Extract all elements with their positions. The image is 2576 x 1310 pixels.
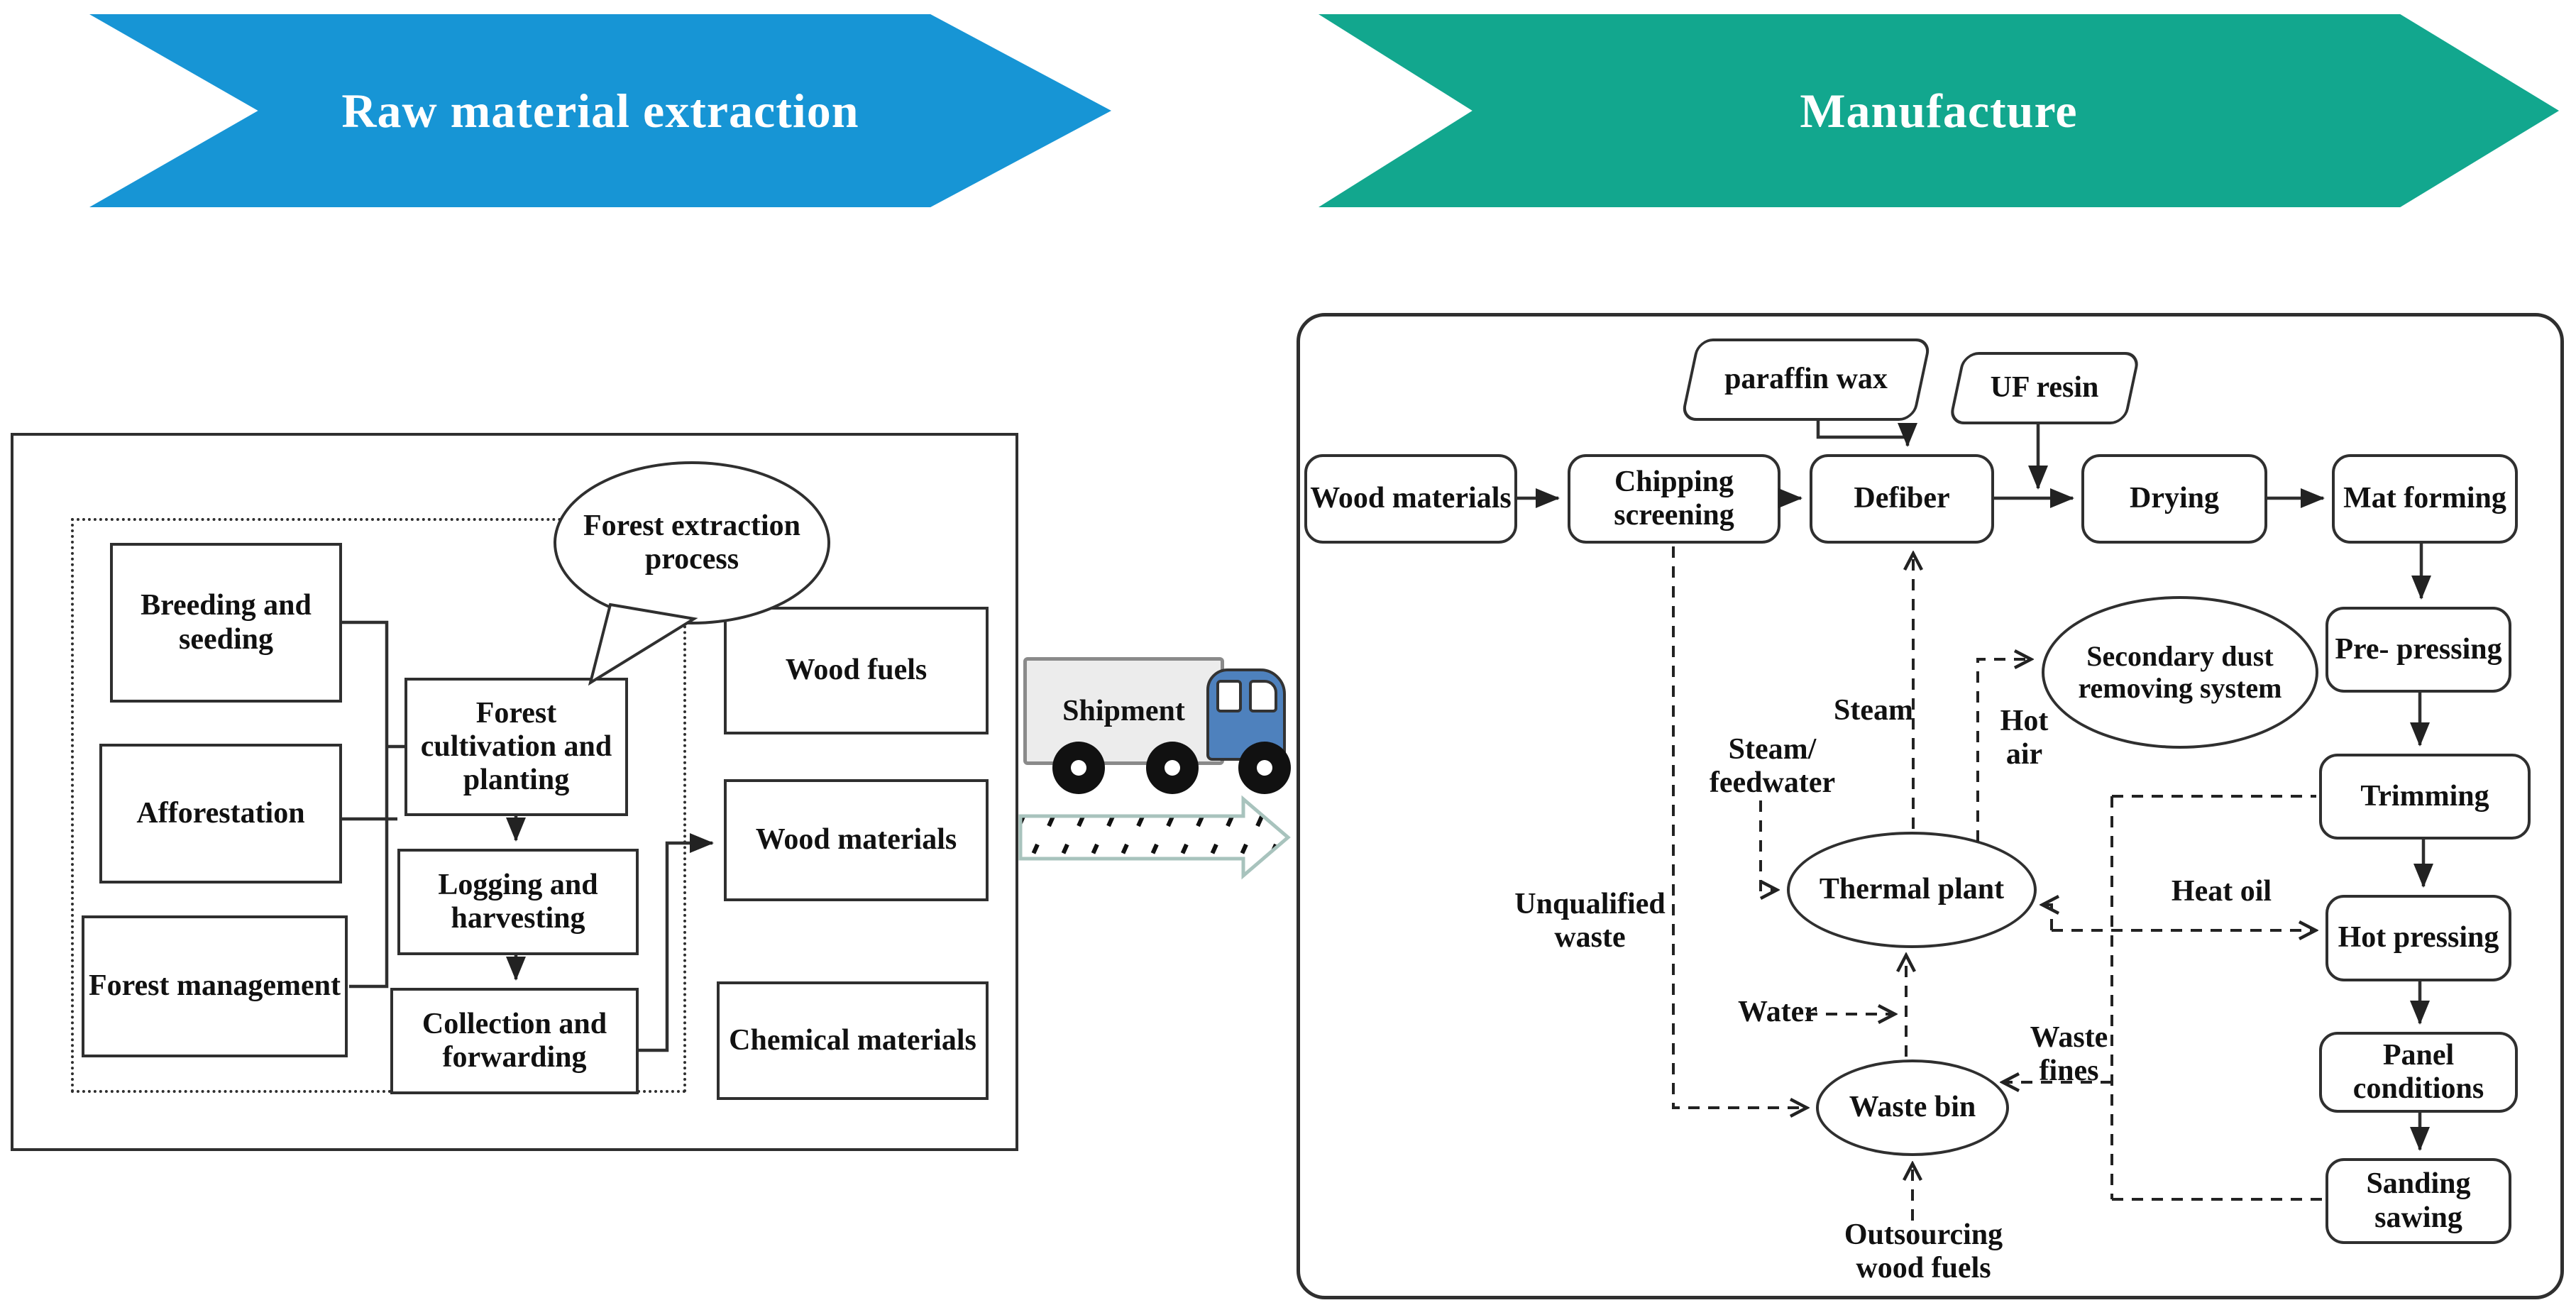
- node-breeding-and-seeding: Breeding and seeding: [110, 543, 342, 703]
- speech-bubble-forest-extraction: Forest extraction process: [554, 461, 830, 624]
- extraction-panel: [11, 433, 1018, 1151]
- node-mat-forming: Mat forming: [2332, 454, 2518, 544]
- label-waste-fines: Waste fines: [2030, 1020, 2108, 1087]
- node-secondary-dust-removing: Secondary dust removing system: [2042, 596, 2318, 749]
- node-wood-fuels: Wood fuels: [724, 607, 989, 734]
- node-sanding-sawing: Sanding sawing: [2325, 1158, 2511, 1244]
- node-forest-cultivation: Forest cultivation and planting: [404, 678, 628, 816]
- node-panel-conditions: Panel conditions: [2319, 1032, 2518, 1113]
- banner-manufacture: Manufacture: [1319, 14, 2559, 207]
- label-outsourcing-wood-fuels: Outsourcing wood fuels: [1844, 1218, 2003, 1284]
- node-collection-forwarding: Collection and forwarding: [390, 988, 639, 1094]
- node-chipping-screening: Chipping screening: [1568, 454, 1780, 544]
- truck-window-icon: [1216, 680, 1242, 712]
- truck-windshield-icon: [1249, 680, 1277, 712]
- label-hot-air: Hot air: [2000, 704, 2049, 771]
- truck-trailer: Shipment: [1023, 657, 1224, 765]
- label-heat-oil: Heat oil: [2171, 875, 2272, 908]
- node-afforestation: Afforestation: [99, 744, 342, 884]
- label-uf-resin: UF resin: [1990, 371, 2099, 404]
- node-pre-pressing: Pre- pressing: [2325, 607, 2511, 693]
- label-steam: Steam: [1834, 694, 1913, 727]
- node-waste-bin: Waste bin: [1816, 1059, 2009, 1156]
- banner-manufacture-label: Manufacture: [1800, 83, 2078, 138]
- node-trimming: Trimming: [2319, 754, 2531, 840]
- shipment-label: Shipment: [1062, 695, 1185, 727]
- node-forest-management: Forest management: [82, 915, 348, 1057]
- forest-process-dotted-boundary: [71, 518, 686, 1093]
- node-wood-materials-left: Wood materials: [724, 779, 989, 901]
- manufacture-panel: [1297, 313, 2564, 1299]
- label-steam-feedwater: Steam/ feedwater: [1709, 732, 1836, 799]
- node-wood-materials-right: Wood materials: [1304, 454, 1517, 544]
- banner-raw-material-label: Raw material extraction: [341, 83, 859, 138]
- node-chemical-materials: Chemical materials: [717, 981, 989, 1100]
- node-thermal-plant: Thermal plant: [1787, 832, 2037, 948]
- label-water: Water: [1738, 996, 1817, 1029]
- node-logging-harvesting: Logging and harvesting: [397, 849, 639, 955]
- node-defiber: Defiber: [1810, 454, 1994, 544]
- label-paraffin-wax: paraffin wax: [1724, 363, 1888, 396]
- label-unqualified-waste: Unqualified waste: [1514, 887, 1666, 954]
- node-hot-pressing: Hot pressing: [2325, 895, 2511, 981]
- node-drying: Drying: [2081, 454, 2267, 544]
- banner-raw-material-extraction: Raw material extraction: [89, 14, 1111, 207]
- striped-arrow-icon: [1018, 795, 1291, 880]
